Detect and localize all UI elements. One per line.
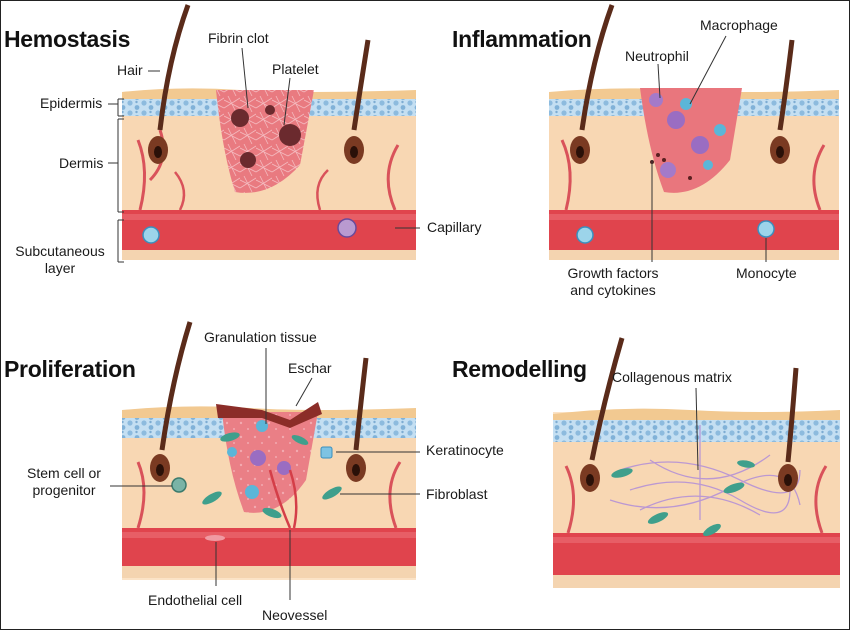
platelet-clusters xyxy=(231,105,301,168)
label-fibroblast: Fibroblast xyxy=(426,486,488,502)
label-fibrin-clot: Fibrin clot xyxy=(208,30,269,46)
label-stem-cell-line1: Stem cell or xyxy=(27,465,101,481)
label-hair: Hair xyxy=(117,62,143,78)
remodelling-fibroblasts xyxy=(611,460,755,537)
label-monocyte: Monocyte xyxy=(736,265,797,281)
label-granulation-tissue: Granulation tissue xyxy=(204,329,317,345)
label-subcutaneous-line2: layer xyxy=(44,260,76,276)
hemostasis-title: Hemostasis xyxy=(4,26,131,52)
label-growth-factors-line1: Growth factors xyxy=(567,265,659,281)
remodelling-leader xyxy=(695,387,699,471)
remodelling-title: Remodelling xyxy=(452,356,587,382)
proliferation-hair xyxy=(150,321,369,482)
label-growth-factors: Growth factors and cytokines xyxy=(553,265,673,299)
label-platelet: Platelet xyxy=(272,61,319,77)
eschar-shape xyxy=(216,402,322,428)
label-neutrophil: Neutrophil xyxy=(625,48,689,64)
hemostasis-leaders xyxy=(108,47,420,263)
label-neovessel: Neovessel xyxy=(262,607,328,623)
label-endothelial-cell: Endothelial cell xyxy=(148,592,243,608)
inflammation-leaders xyxy=(651,35,767,262)
label-growth-factors-line2: and cytokines xyxy=(570,282,656,298)
label-epidermis: Epidermis xyxy=(40,95,103,111)
remodelling-skin xyxy=(553,408,840,588)
remodelling-hair xyxy=(580,337,799,492)
immune-cells xyxy=(649,93,726,180)
label-collagenous-matrix: Collagenous matrix xyxy=(612,369,732,385)
label-subcutaneous-layer: Subcutaneous layer xyxy=(10,243,110,277)
neovessel-shape xyxy=(268,469,298,529)
label-eschar: Eschar xyxy=(288,360,332,376)
proliferation-leaders xyxy=(110,348,420,600)
proliferation-title: Proliferation xyxy=(4,356,136,382)
label-dermis: Dermis xyxy=(59,155,104,171)
label-capillary: Capillary xyxy=(427,219,482,235)
hemostasis-hair xyxy=(148,4,371,164)
label-keratinocyte: Keratinocyte xyxy=(426,442,504,458)
label-macrophage: Macrophage xyxy=(700,17,778,33)
label-subcutaneous-line1: Subcutaneous xyxy=(15,243,105,259)
label-stem-cell-line2: progenitor xyxy=(32,482,96,498)
proliferation-cells xyxy=(171,420,342,541)
inflammation-title: Inflammation xyxy=(452,26,592,52)
label-stem-cell: Stem cell or progenitor xyxy=(18,465,110,499)
inflammation-hair xyxy=(570,4,795,164)
